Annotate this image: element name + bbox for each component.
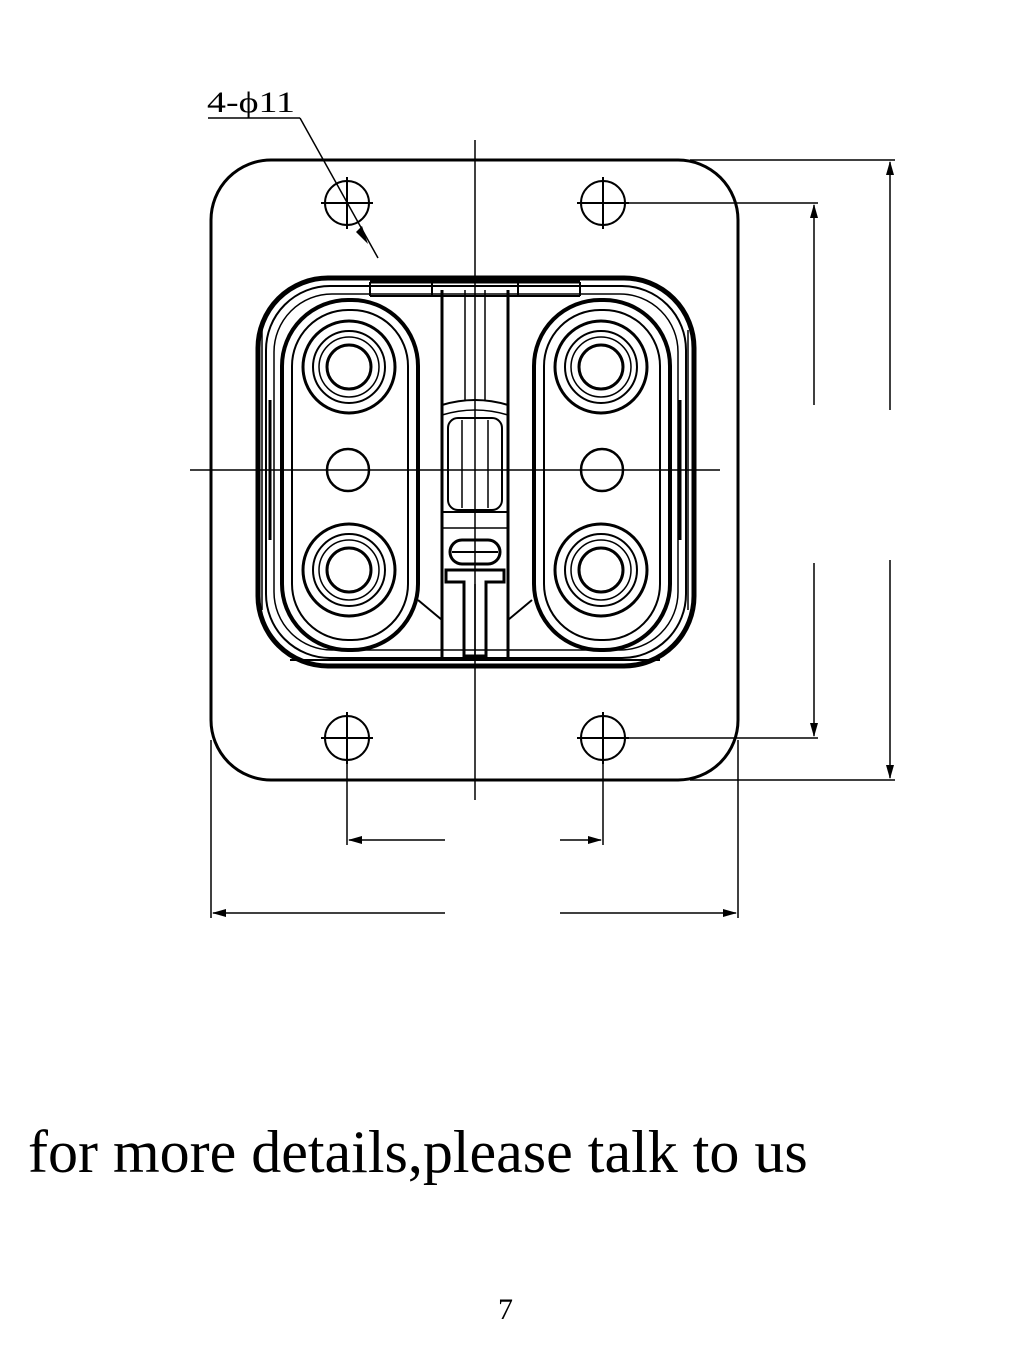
terminal-top-left xyxy=(301,319,397,415)
base-plate-outline xyxy=(209,158,740,782)
terminal-top-right xyxy=(553,319,649,415)
left-terminal-pod xyxy=(280,298,420,652)
mounting-hole-bottom-right xyxy=(577,712,629,764)
dimension-hole-spacing-height xyxy=(625,202,818,739)
terminal-bottom-left xyxy=(301,522,397,618)
pin-hole-left xyxy=(325,447,371,493)
dimension-overall-width xyxy=(210,740,739,918)
hole-callout-leader xyxy=(208,117,379,259)
pin-hole-right xyxy=(579,447,625,493)
dimension-overall-height xyxy=(690,159,895,781)
right-terminal-pod xyxy=(532,298,672,652)
technical-drawing: 4-ϕ11 xyxy=(190,86,895,918)
mounting-hole-top-right xyxy=(577,177,629,229)
contact-note: for more details,please talk to us xyxy=(28,1119,808,1185)
mounting-hole-bottom-left xyxy=(321,712,373,764)
dimension-hole-spacing-width xyxy=(346,760,604,845)
hole-callout-label: 4-ϕ11 xyxy=(207,86,295,119)
center-latch xyxy=(290,290,660,661)
page-number: 7 xyxy=(498,1293,513,1326)
terminal-bottom-right xyxy=(553,522,649,618)
connector-housing xyxy=(255,275,697,669)
